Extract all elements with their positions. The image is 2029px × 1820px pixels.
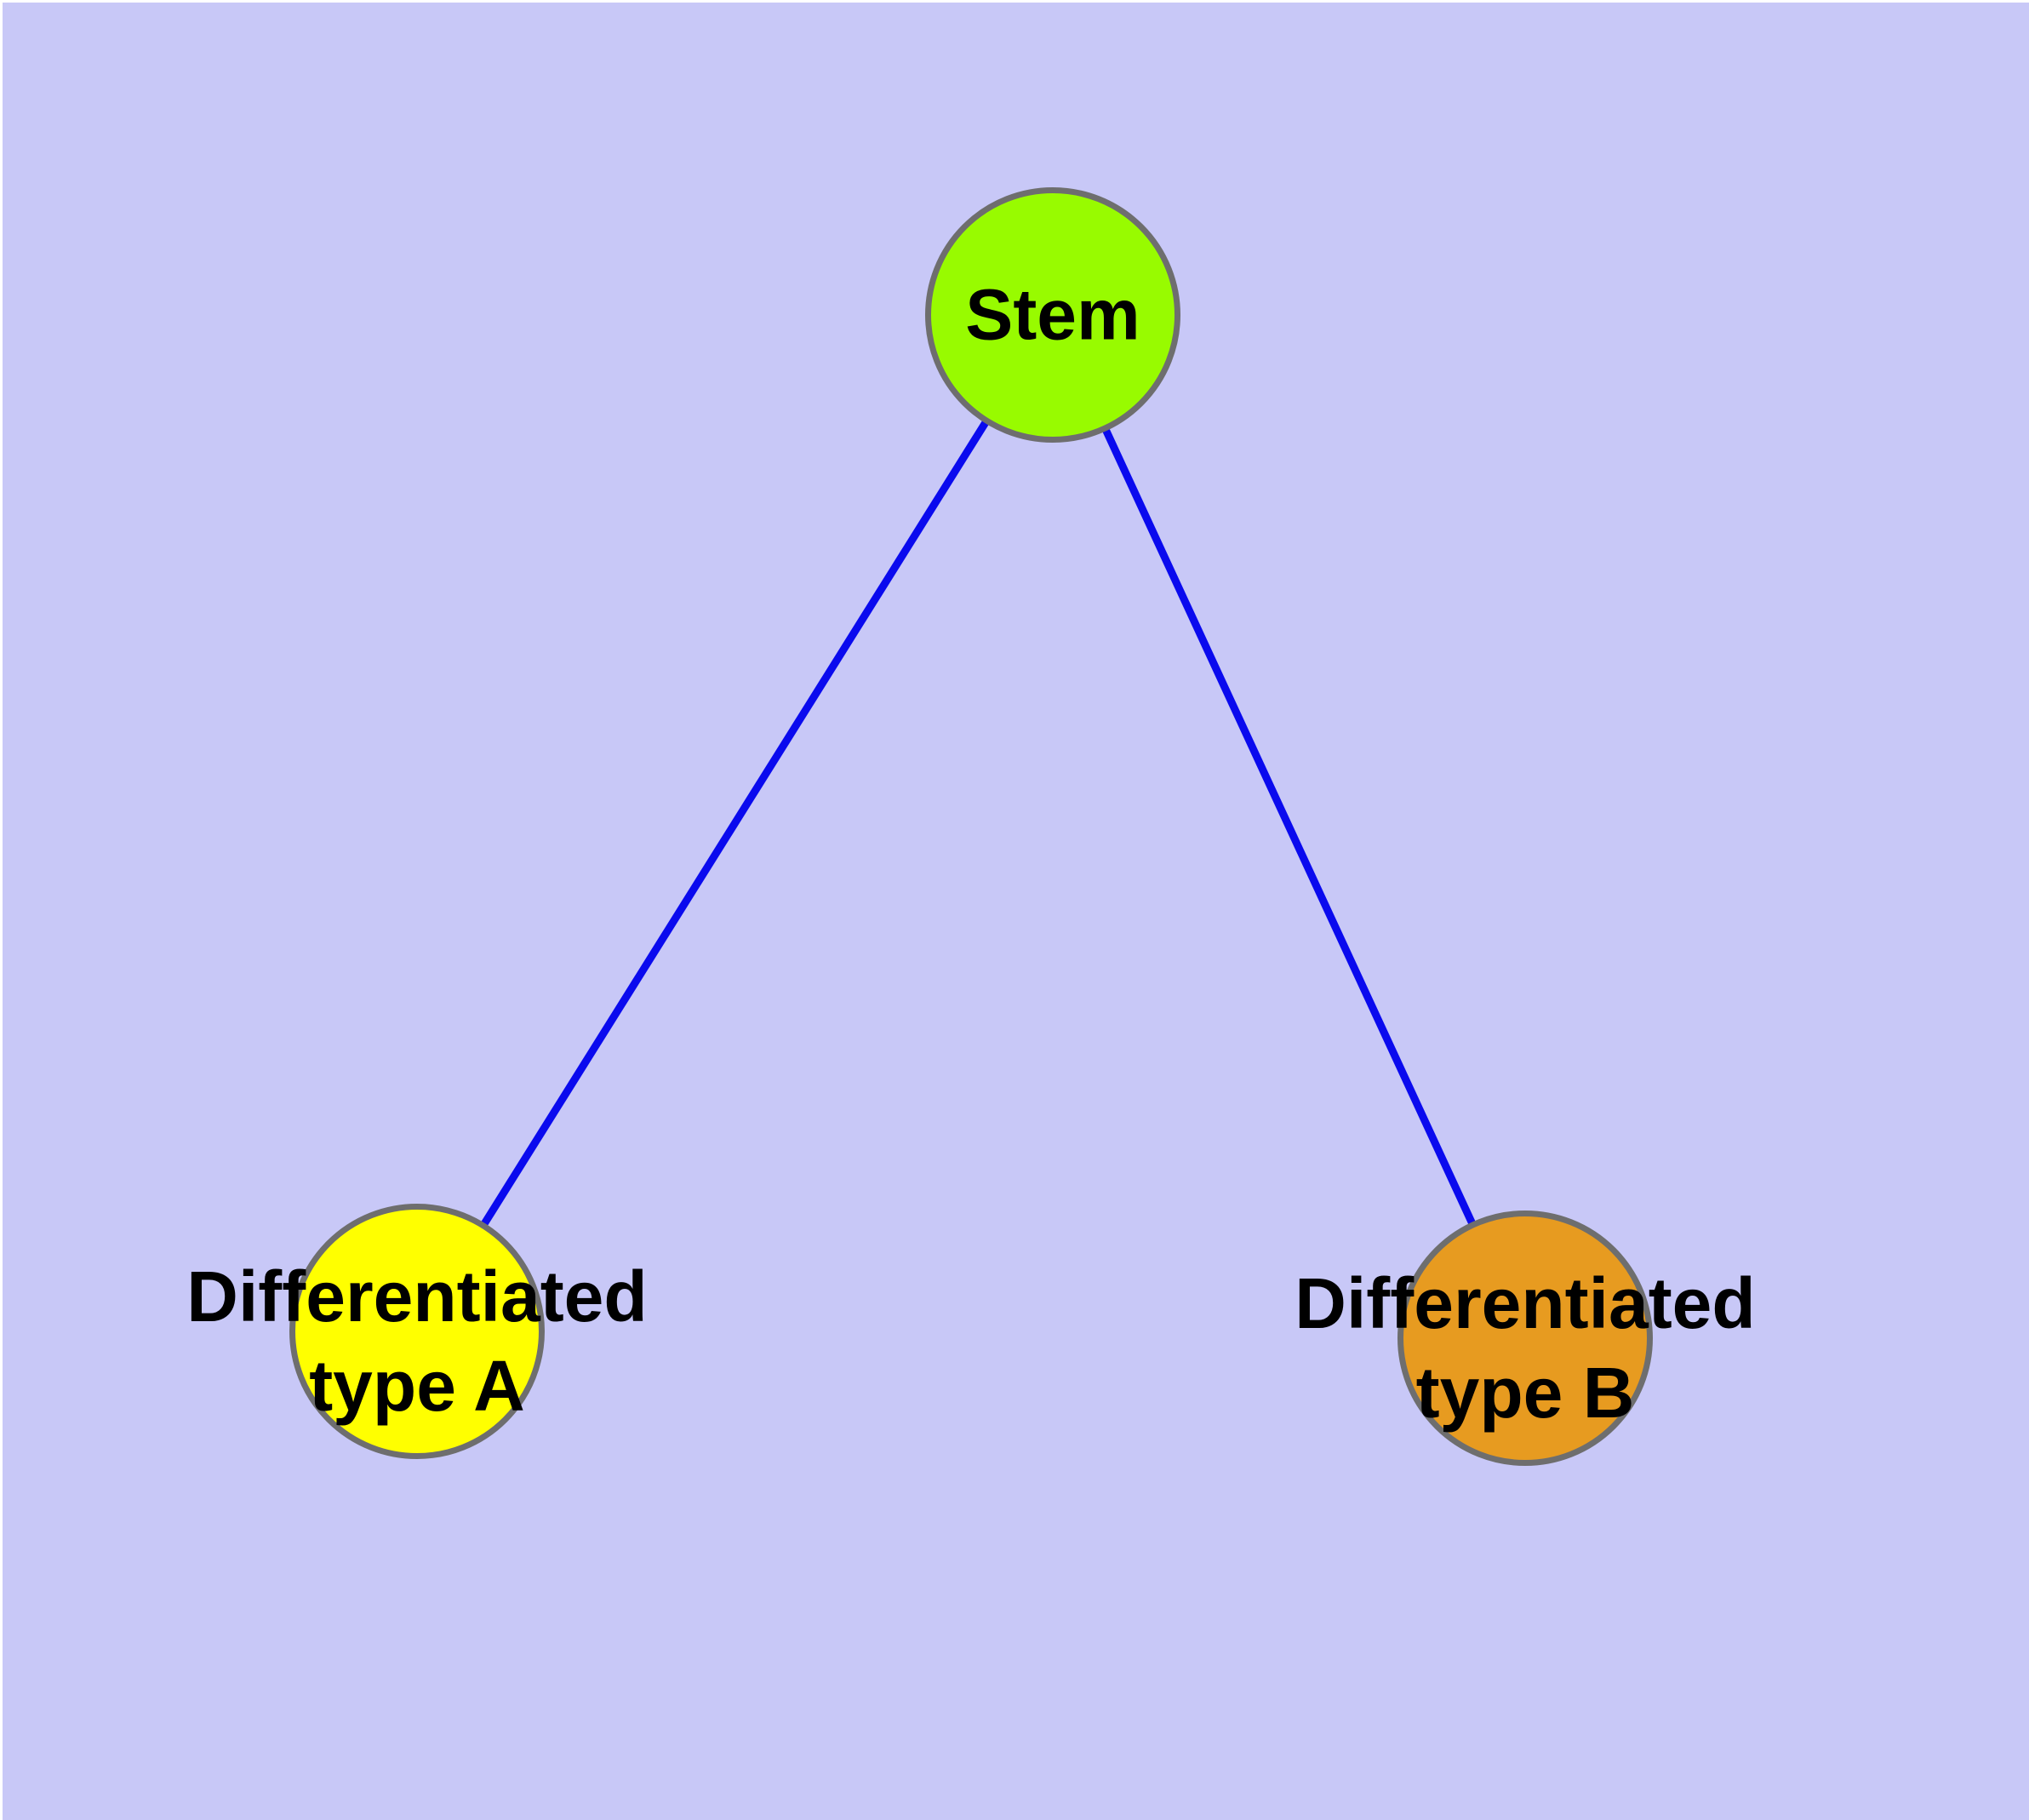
node-differentiated-type-b	[1397, 1210, 1653, 1466]
node-differentiated-type-b-label: Differentiated type B	[1295, 1259, 1755, 1438]
node-type-b-label-line1: Differentiated	[1295, 1263, 1756, 1343]
node-stem-label: Stem	[965, 271, 1140, 360]
node-differentiated-type-a-label: Differentiated type A	[186, 1252, 647, 1431]
node-type-a-label-line2: type A	[309, 1346, 525, 1426]
edge-stem-to-type-b	[1049, 313, 1529, 1340]
node-stem-label-text: Stem	[965, 274, 1140, 355]
node-type-a-label-line1: Differentiated	[186, 1256, 648, 1336]
node-stem	[925, 187, 1180, 443]
node-type-b-label-line2: type B	[1415, 1353, 1635, 1433]
edge-stem-to-type-a	[414, 312, 1056, 1334]
node-differentiated-type-a	[289, 1204, 545, 1459]
